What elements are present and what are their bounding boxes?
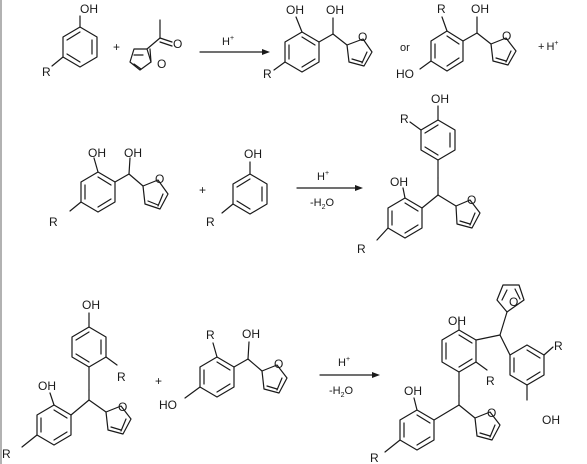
r-label: R [263,67,272,81]
plus-sign: + [113,40,120,54]
reactant-triarylmethane-row3: OH R OH O R [2,298,132,461]
r-label: R [437,2,446,16]
r-label: R [370,451,379,464]
reactant-3-substituted-phenol-row1: OH R [42,2,98,79]
r-label: R [486,374,495,388]
oh-label: OH [242,327,260,341]
oh-label: OH [326,3,344,17]
oh-label: OH [390,175,408,189]
h-plus-catalyst: H+ [222,35,234,48]
furan-o-label: O [358,30,367,44]
carbonyl-o-label: O [173,37,182,51]
minus-water: -H2O [310,197,335,211]
r-label: R [400,112,409,126]
product-triarylmethane-row2: OH R OH O R [357,92,481,256]
oh-label: OH [471,2,489,16]
furan-o-label: O [509,295,518,309]
r-label: R [2,447,11,461]
oh-label: OH [448,314,466,328]
oh-label: OH [244,147,262,161]
reactant-carbinol-row2: OH OH O R [49,146,169,229]
or-text: or [400,42,410,54]
plus-h-plus: +H+ [538,40,558,53]
minus-water: -H2O [329,385,354,399]
oh-label: OH [542,413,560,427]
furan-o-label: O [274,357,283,371]
ho-label: HO [396,67,414,81]
oh-label: OH [286,3,304,17]
r-label: R [206,215,215,229]
oh-label: OH [404,384,422,398]
reactant-2-acetylfuran-row1: O O [129,19,182,71]
product-oligomer-row3: OH O R R OH OH O R [370,284,563,464]
reactant-carbinol-row3: R OH O HO [159,327,288,412]
furan-o-label: O [155,172,164,186]
oh-label: OH [88,146,106,160]
oh-label: OH [38,379,56,393]
furan-o-label: O [118,400,127,414]
r-label: R [42,65,51,79]
furan-o-label: O [502,29,511,43]
oh-label: OH [124,146,142,160]
r-label: R [357,242,366,256]
product-4-hydroxy-carbinol: R OH O HO [396,2,517,81]
reaction-arrow-row1: H+ [199,35,270,55]
reaction-arrow-row2: H+ -H2O [296,170,363,211]
plus-sign: + [199,183,206,197]
oh-label: OH [431,92,449,106]
oh-label: OH [80,2,98,16]
r-label: R [554,339,563,353]
r-label: R [206,328,215,342]
reactant-phenol-row2: OH R [206,147,268,229]
r-label: R [117,370,126,384]
plus-sign: + [155,374,162,388]
ho-label: HO [159,398,177,412]
furan-o-label: O [467,193,476,207]
oh-label: OH [82,298,100,312]
h-plus-catalyst: H+ [317,170,329,183]
h-plus-catalyst: H+ [338,356,350,369]
product-2-hydroxy-carbinol: OH OH O R [263,3,373,81]
reaction-arrow-row3: H+ -H2O [319,356,380,399]
furan-o-label: O [487,406,496,420]
furan-o-label: O [157,57,166,71]
r-label: R [49,215,58,229]
